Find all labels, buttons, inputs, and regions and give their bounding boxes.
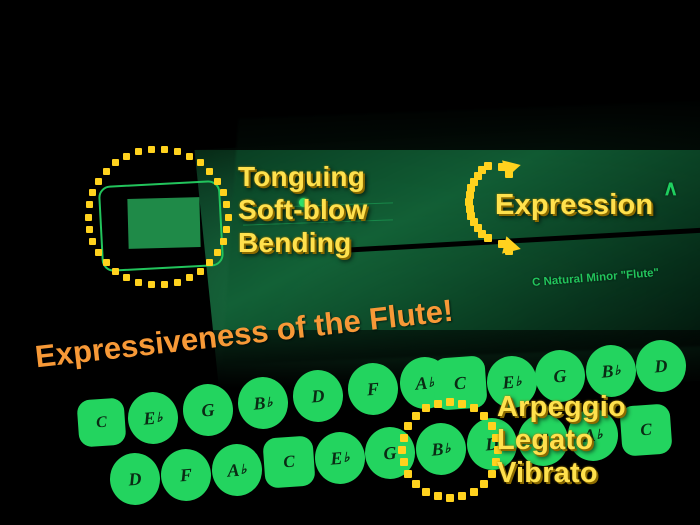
- technique-item-soft-blow: Soft-blow: [238, 194, 368, 225]
- articulation-item-vibrato: Vibrato: [497, 457, 598, 489]
- expression-label: Expression: [495, 189, 654, 221]
- technique-item-tonguing: Tonguing: [238, 161, 366, 192]
- articulation-item-arpeggio: Arpeggio: [497, 391, 626, 423]
- green-dot-marker: [299, 198, 308, 207]
- caret-up-icon: ∧: [663, 177, 679, 200]
- technique-item-bending: Bending: [238, 227, 352, 258]
- background-top-fade: [0, 0, 700, 150]
- articulation-item-legato: Legato: [497, 424, 594, 456]
